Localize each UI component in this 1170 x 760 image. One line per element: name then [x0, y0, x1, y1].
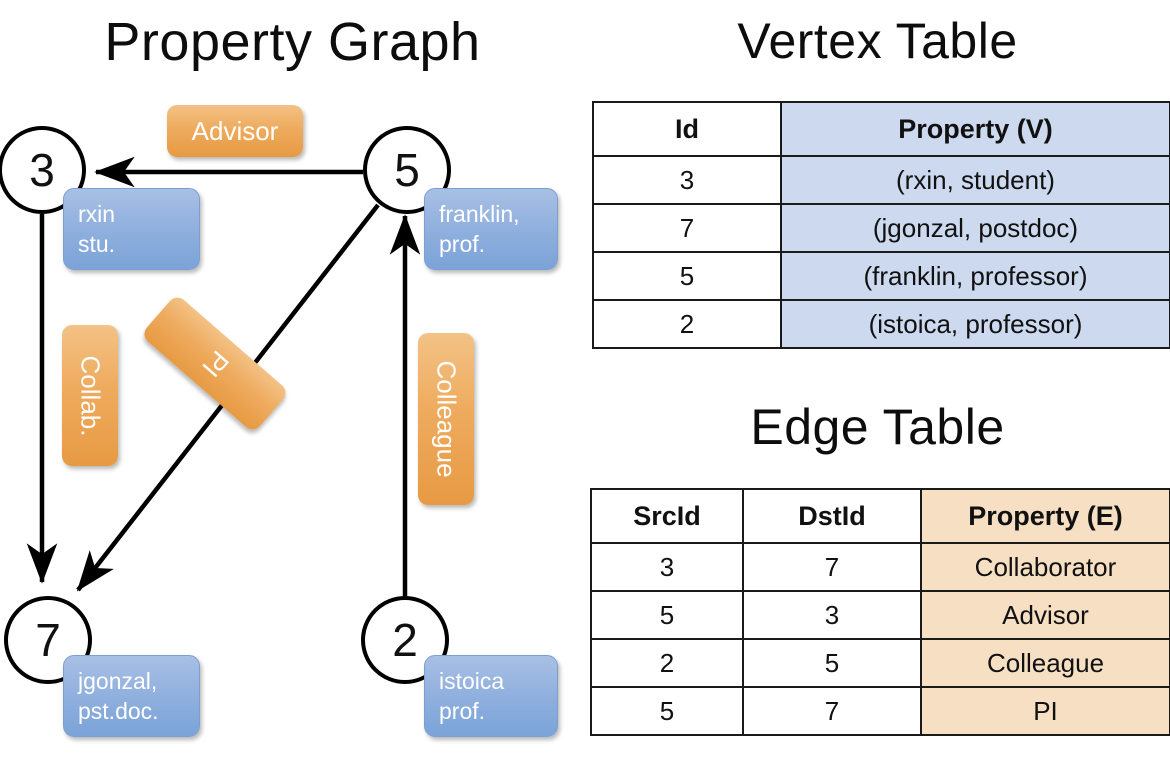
vertex-property-line: prof. [439, 231, 486, 257]
edge-table-header-dstid: DstId [742, 488, 922, 544]
edge-label-colleague: Colleague [418, 333, 474, 505]
table-row: 3 7 Collaborator [590, 542, 1170, 592]
vertex-cell-property: (franklin, professor) [780, 251, 1170, 301]
edge-cell-property: PI [920, 686, 1170, 736]
table-header-row: SrcId DstId Property (E) [590, 488, 1170, 544]
edge-table-header-srcid: SrcId [590, 488, 744, 544]
edge-cell-property: Advisor [920, 590, 1170, 640]
table-row: 7 (jgonzal, postdoc) [592, 203, 1170, 253]
edge-cell-src: 2 [590, 638, 744, 688]
edge-label-pi-text: PI [195, 344, 235, 383]
edge-cell-dst: 3 [742, 590, 922, 640]
table-row: 2 5 Colleague [590, 638, 1170, 688]
edge-label-colleague-text: Colleague [431, 360, 462, 478]
edge-table-header-property: Property (E) [920, 488, 1170, 544]
edge-label-advisor-text: Advisor [191, 115, 279, 146]
edge-table: SrcId DstId Property (E) 3 7 Collaborato… [590, 488, 1170, 736]
vertex-cell-id: 2 [592, 299, 782, 349]
vertex-table: Id Property (V) 3 (rxin, student) 7 (jgo… [592, 101, 1170, 349]
page-title-edge-table: Edge Table [750, 399, 1005, 455]
vertex-cell-property: (jgonzal, postdoc) [780, 203, 1170, 253]
edge-cell-src: 3 [590, 542, 744, 592]
vertex-property-box-jgonzal: jgonzal, pst.doc. [63, 655, 200, 737]
edge-label-collab: Collab. [62, 325, 118, 466]
vertex-cell-property: (rxin, student) [780, 155, 1170, 205]
table-row: 3 (rxin, student) [592, 155, 1170, 205]
edge-cell-dst: 7 [742, 686, 922, 736]
property-graph-diagram: 3 5 7 2 rxin stu. franklin, prof. jgonza… [0, 105, 558, 737]
vertex-cell-id: 7 [592, 203, 782, 253]
vertex-property-box-rxin: rxin stu. [63, 188, 200, 270]
edge-cell-src: 5 [590, 590, 744, 640]
edge-cell-property: Collaborator [920, 542, 1170, 592]
vertex-property-line: prof. [439, 698, 486, 724]
edge-label-collab-text: Collab. [75, 355, 106, 436]
edge-cell-property: Colleague [920, 638, 1170, 688]
page-title-vertex-table: Vertex Table [737, 13, 1018, 69]
edge-cell-src: 5 [590, 686, 744, 736]
vertex-property-line: pst.doc. [78, 698, 159, 724]
table-row: 5 7 PI [590, 686, 1170, 736]
vertex-property-line: jgonzal, [78, 668, 158, 694]
table-row: 5 3 Advisor [590, 590, 1170, 640]
graph-node-7-label: 7 [35, 614, 61, 666]
edge-cell-dst: 7 [742, 542, 922, 592]
table-row: 5 (franklin, professor) [592, 251, 1170, 301]
graph-node-3-label: 3 [29, 144, 55, 196]
table-row: 2 (istoica, professor) [592, 299, 1170, 349]
vertex-cell-id: 5 [592, 251, 782, 301]
vertex-property-line: stu. [78, 231, 116, 257]
graph-node-2-label: 2 [392, 614, 418, 666]
graph-node-5[interactable]: 5 [363, 126, 451, 214]
vertex-cell-property: (istoica, professor) [780, 299, 1170, 349]
vertex-property-box-istoica: istoica prof. [424, 655, 558, 737]
vertex-property-line: rxin [78, 201, 116, 227]
vertex-table-header-property: Property (V) [780, 101, 1170, 157]
vertex-cell-id: 3 [592, 155, 782, 205]
edge-label-advisor: Advisor [167, 105, 303, 157]
table-header-row: Id Property (V) [592, 101, 1170, 157]
graph-node-2[interactable]: 2 [361, 596, 449, 684]
edge-cell-dst: 5 [742, 638, 922, 688]
graph-node-5-label: 5 [394, 144, 420, 196]
vertex-property-line: istoica [439, 668, 505, 694]
page-title-property-graph: Property Graph [104, 12, 481, 72]
vertex-property-box-franklin: franklin, prof. [424, 188, 558, 270]
vertex-property-line: franklin, [439, 201, 520, 227]
vertex-table-header-id: Id [592, 101, 782, 157]
